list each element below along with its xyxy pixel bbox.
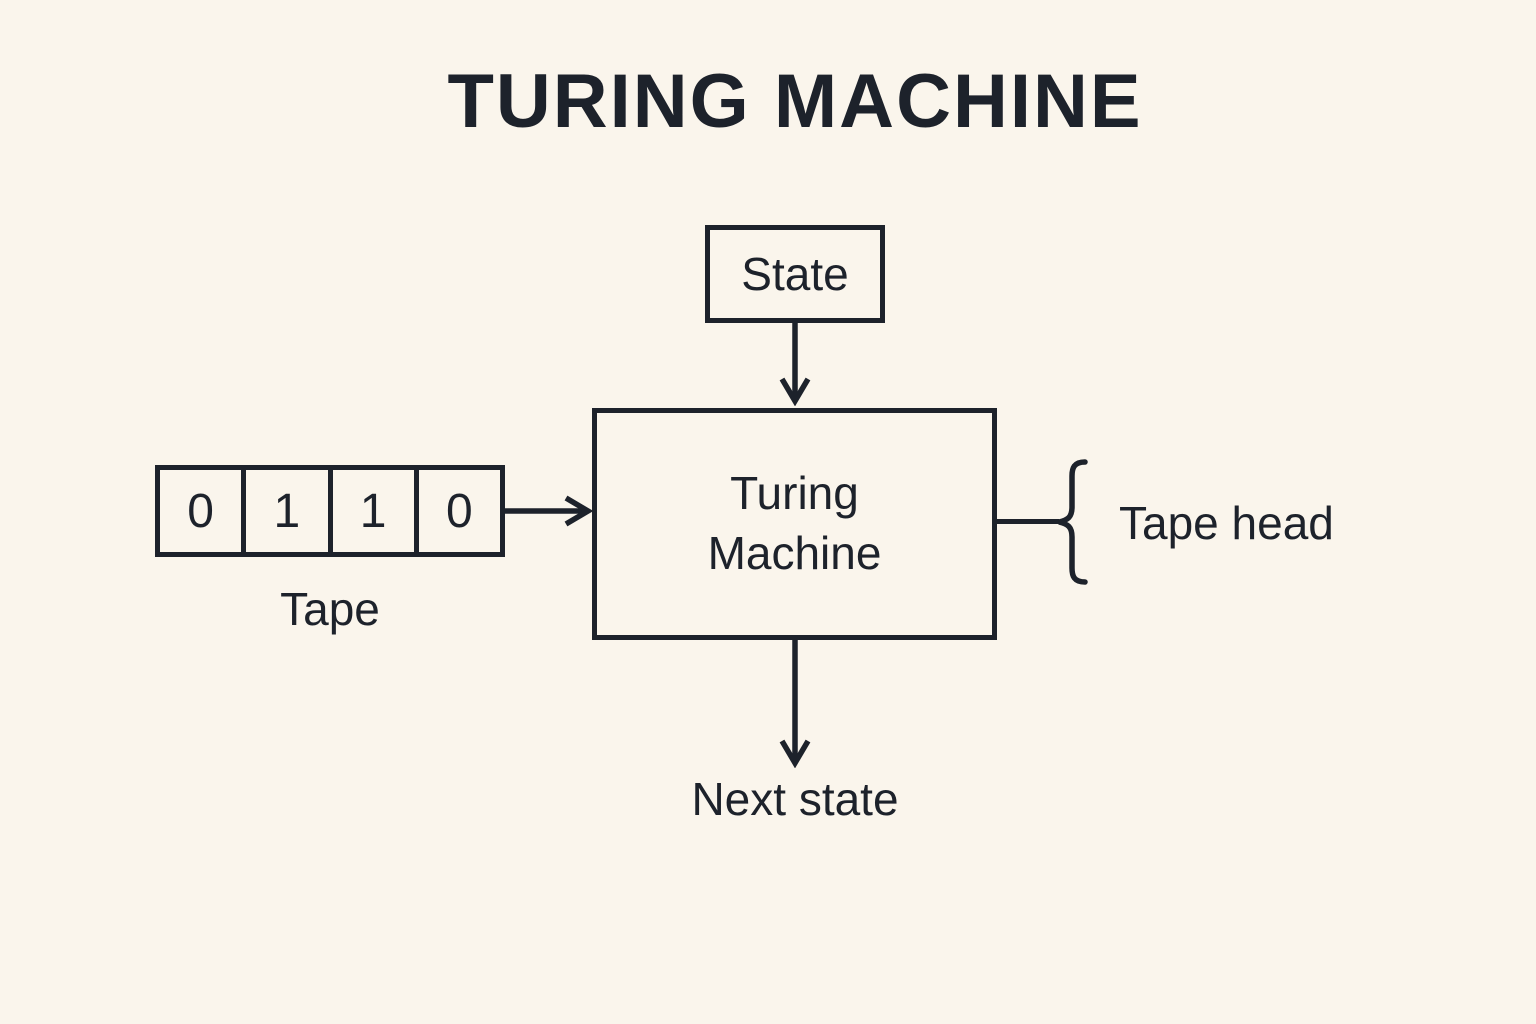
tape-head-brace bbox=[1058, 459, 1088, 585]
machine-label-line2: Machine bbox=[707, 527, 882, 579]
diagram-title: TURING MACHINE bbox=[447, 59, 1143, 144]
tape-cell: 0 bbox=[413, 470, 500, 552]
state-box: State bbox=[705, 225, 885, 323]
machine-to-tape-head-line bbox=[997, 519, 1059, 524]
state-box-label: State bbox=[741, 248, 849, 300]
tape-cell: 1 bbox=[327, 470, 414, 552]
next-state-label: Next state bbox=[691, 773, 899, 825]
tape-label: Tape bbox=[280, 583, 380, 635]
tape-cell: 1 bbox=[241, 470, 327, 552]
tape-cell: 0 bbox=[187, 484, 214, 538]
tape: 0 1 1 0 bbox=[155, 465, 505, 557]
turing-machine-box: Turing Machine bbox=[592, 408, 997, 640]
machine-to-next-state-arrow bbox=[779, 640, 811, 768]
state-to-machine-arrow bbox=[779, 322, 811, 406]
machine-label-line1: Turing bbox=[730, 467, 859, 520]
tape-head-label: Tape head bbox=[1119, 497, 1334, 549]
tape-to-machine-arrow bbox=[503, 495, 593, 527]
